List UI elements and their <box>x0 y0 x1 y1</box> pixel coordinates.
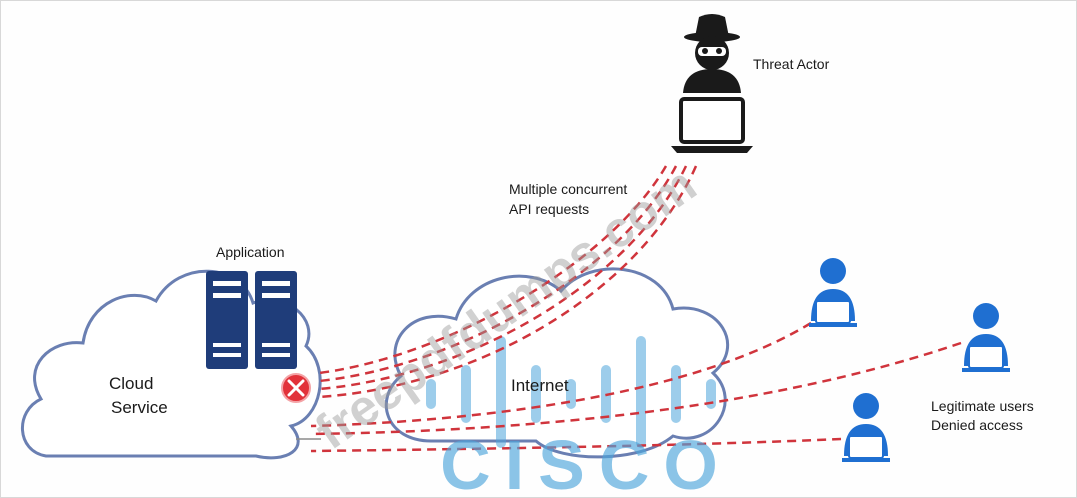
internet-label: Internet <box>511 376 569 395</box>
legitimate-users-label-line1: Legitimate users <box>931 398 1034 414</box>
threat-actor-label: Threat Actor <box>753 56 830 72</box>
attack-request-lines <box>318 165 698 399</box>
requests-label-line1: Multiple concurrent <box>509 181 627 197</box>
threat-actor-icon <box>683 14 741 93</box>
legitimate-user-lines <box>310 321 962 453</box>
cloud-service-label-line1: Cloud <box>109 374 153 393</box>
legitimate-user-2-icon <box>962 303 1010 372</box>
cloud-service-label-line2: Service <box>111 398 168 417</box>
access-denied-icon <box>281 373 311 403</box>
cisco-watermark-logo: CISCO <box>440 426 732 498</box>
requests-label-line2: API requests <box>509 201 589 217</box>
legitimate-users-label-line2: Denied access <box>931 417 1023 433</box>
laptop-icon <box>671 97 753 153</box>
application-servers <box>206 271 297 369</box>
legitimate-user-3-icon <box>842 393 890 462</box>
application-label: Application <box>216 244 285 260</box>
legitimate-user-1-icon <box>809 258 857 327</box>
